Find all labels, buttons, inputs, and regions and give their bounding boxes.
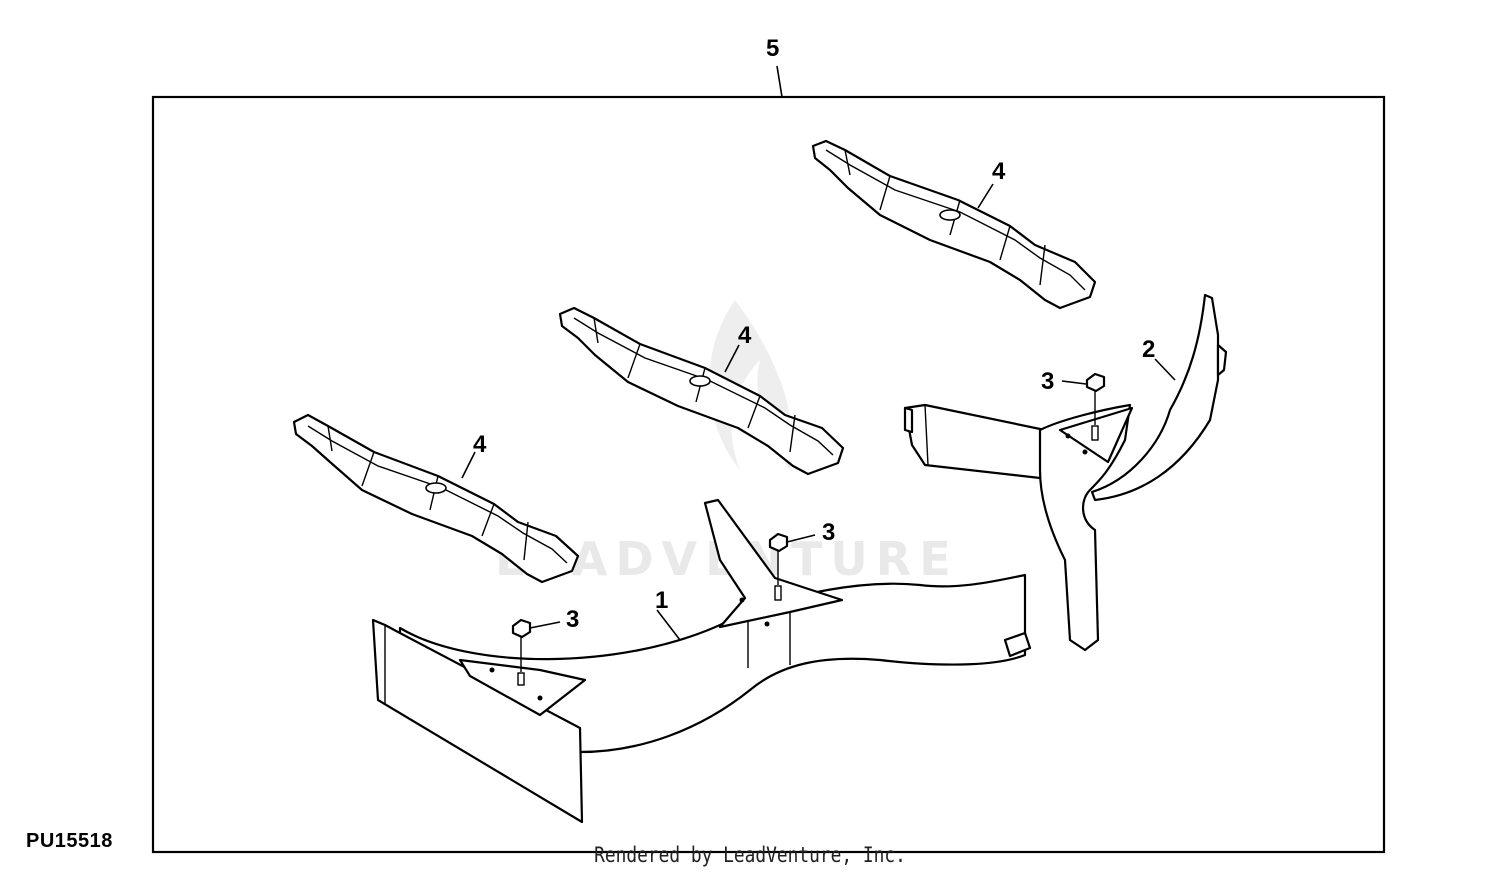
leader-line-assembly	[776, 65, 783, 98]
callout-blade-left: 4	[473, 431, 487, 458]
figure-id: PU15518	[26, 830, 113, 852]
bolt-right	[1085, 372, 1106, 441]
leader-line-bolt-left	[529, 621, 561, 629]
assembly-frame	[151, 95, 1386, 854]
callout-blade-middle: 4	[738, 322, 752, 349]
blade-middle	[558, 306, 845, 476]
callout-bolt-right: 3	[1041, 368, 1054, 395]
leader-line-blade-left	[461, 451, 476, 479]
callout-bolt-left: 3	[566, 606, 579, 633]
blade-left	[292, 413, 580, 584]
callout-blade-top: 4	[992, 158, 1006, 185]
callout-assembly: 5	[766, 35, 779, 62]
baffle-left-assembly	[371, 498, 1032, 824]
bolt-left	[511, 618, 532, 686]
leader-line-blade-top	[977, 183, 994, 209]
callout-baffle-right: 2	[1142, 336, 1155, 363]
blade-top	[811, 139, 1097, 310]
leader-line-baffle-left	[656, 609, 681, 641]
callout-bolt-center: 3	[822, 519, 835, 546]
leader-line-bolt-right	[1061, 380, 1087, 385]
callout-baffle-left: 1	[655, 587, 668, 614]
leader-line-blade-middle	[724, 344, 740, 373]
bolt-center	[768, 532, 789, 601]
render-credit: Rendered by LeadVenture, Inc.	[594, 843, 906, 867]
baffle-right-assembly	[903, 293, 1228, 652]
leader-line-bolt-center	[786, 534, 816, 543]
leader-line-baffle-right	[1154, 358, 1176, 381]
